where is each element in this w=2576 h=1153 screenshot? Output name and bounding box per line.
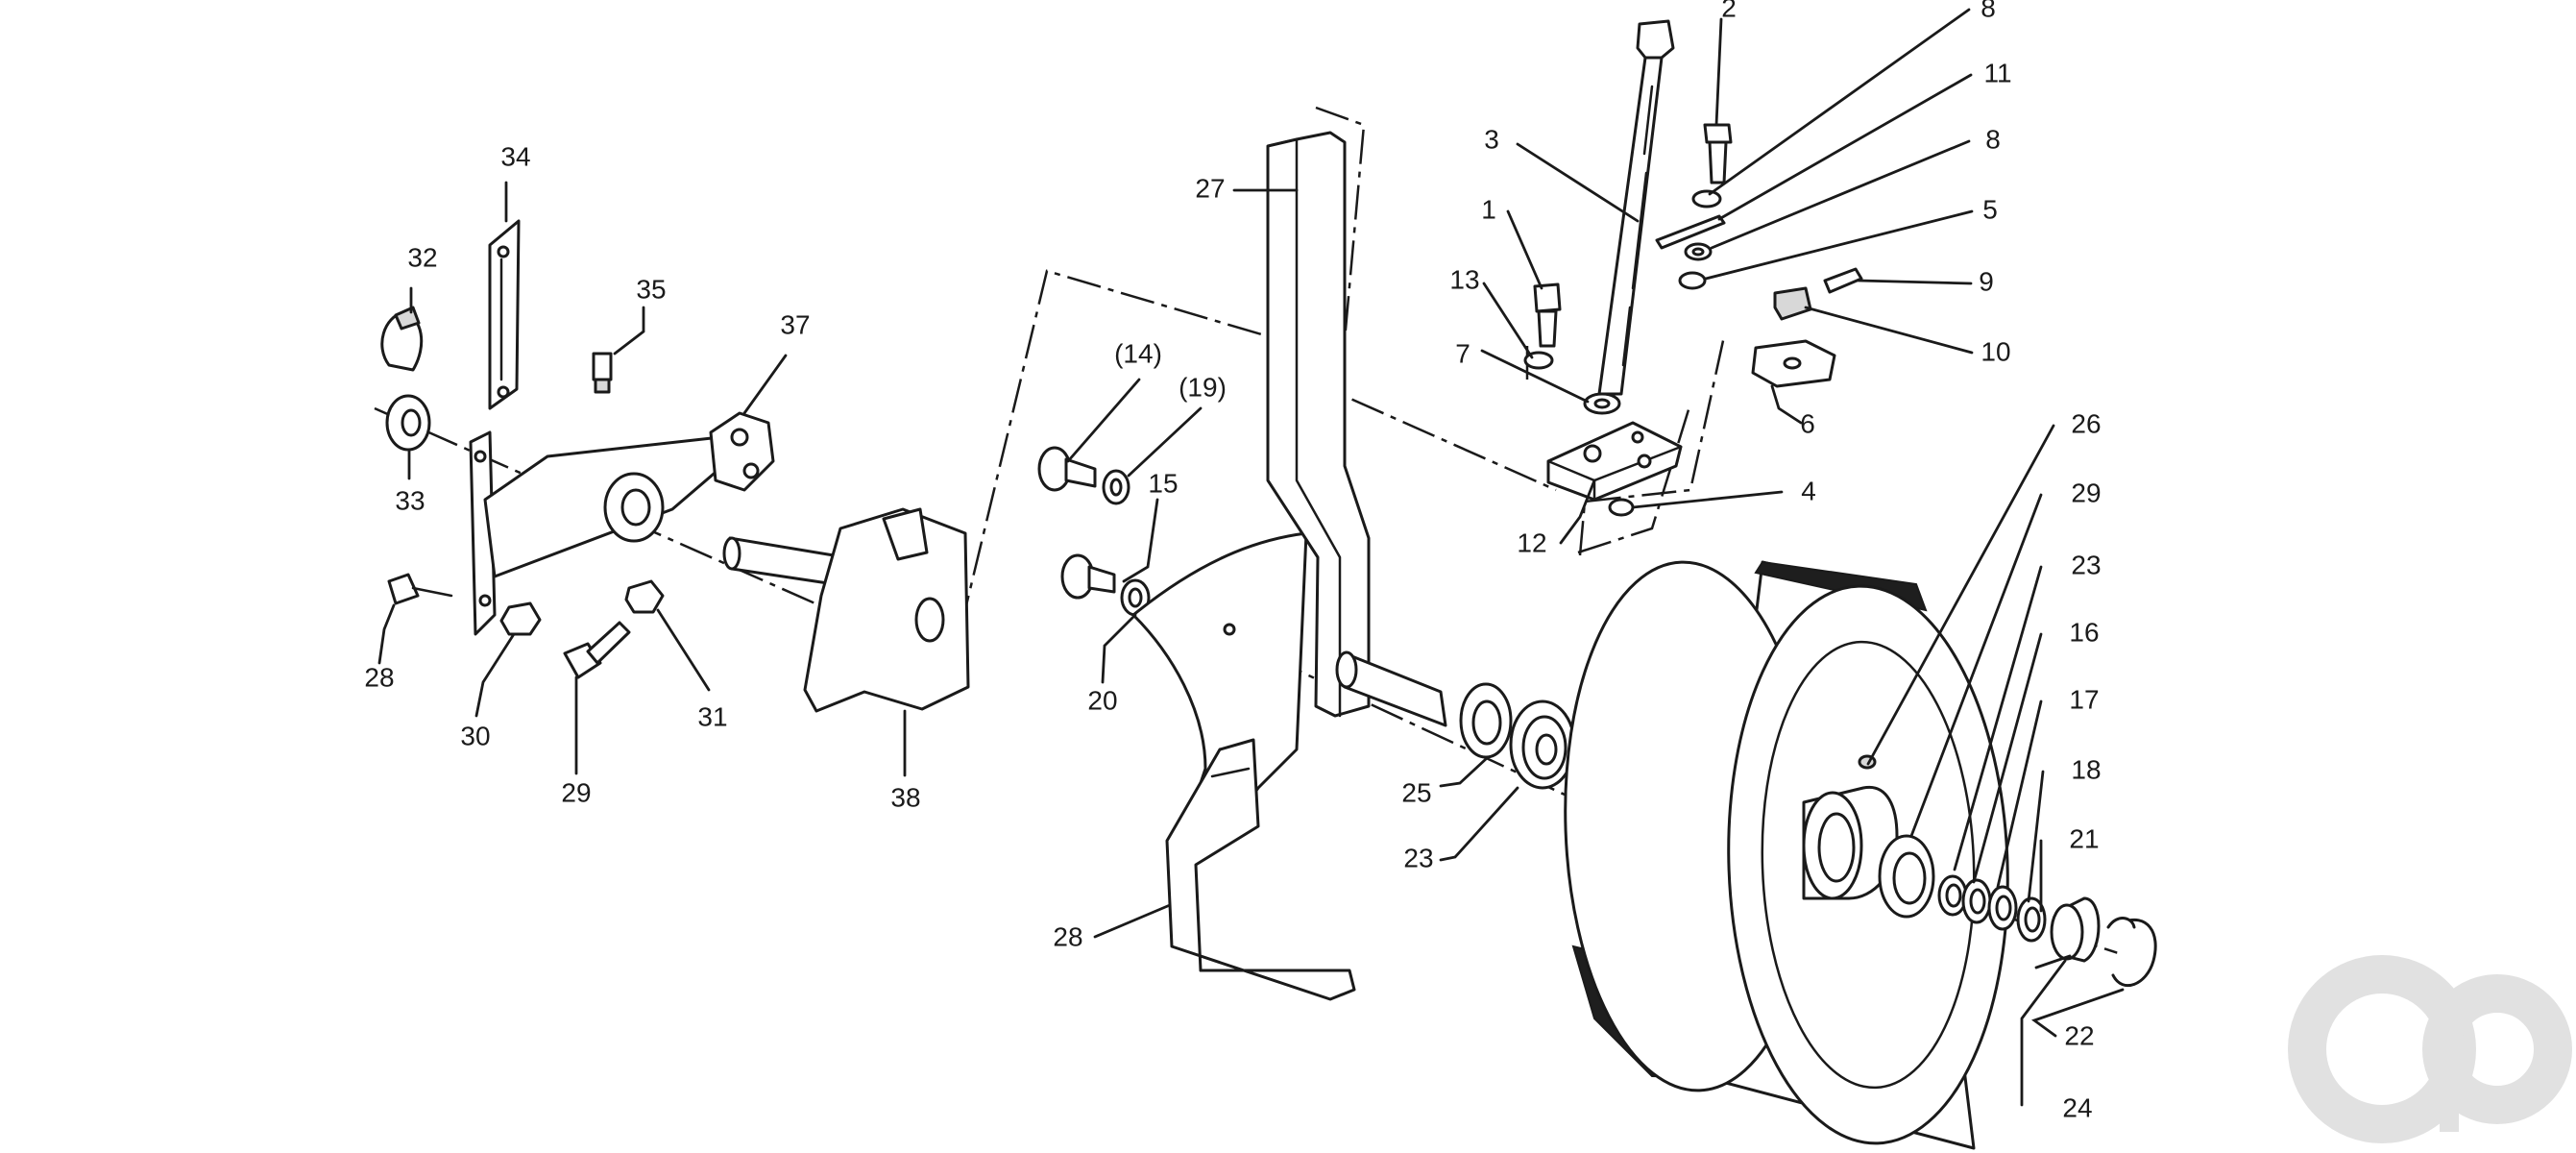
nut-32 — [499, 601, 542, 636]
plate-12 — [1546, 421, 1683, 502]
callout-22: 22 — [2064, 1020, 2094, 1050]
bracket-39 — [488, 219, 521, 410]
washer-35 — [385, 394, 431, 452]
callout-16: 16 — [2069, 617, 2099, 647]
callout-8: 8 — [1985, 124, 2001, 154]
callout-1: 1 — [1481, 194, 1496, 224]
arm-bracket-37 — [469, 411, 775, 636]
nut-33 — [624, 579, 665, 614]
callout-33: 31 — [697, 701, 727, 731]
callout-25: 25 — [1401, 777, 1431, 807]
callout-17: 17 — [2069, 684, 2099, 714]
callout-20: 20 — [1087, 685, 1117, 715]
callout-29: 29 — [2071, 478, 2101, 507]
washers-8-11-5 — [1655, 189, 1726, 290]
fittings-14-15-19-20 — [1037, 446, 1151, 617]
bolt-30 — [387, 573, 453, 605]
callout-26: 26 — [2071, 408, 2101, 438]
callout-28: 28 — [1053, 921, 1082, 951]
leader-lines — [377, 8, 2125, 1107]
callout-11: 11 — [1983, 58, 2011, 87]
callout-37: 37 — [780, 309, 810, 339]
callout-9: 9 — [1979, 266, 1994, 296]
callout-38: 38 — [890, 782, 920, 812]
block-6 — [1751, 339, 1836, 388]
callout-8-top: 8 — [1981, 0, 1996, 22]
bearing-stack-right — [1878, 834, 2157, 988]
bolt-31 — [563, 621, 631, 679]
callout-7: 7 — [1455, 338, 1470, 368]
callout-24: 24 — [2062, 1092, 2092, 1122]
callout-21: 21 — [2069, 823, 2099, 853]
callout-31: 29 — [561, 777, 591, 807]
callout-34: 32 — [407, 242, 437, 272]
callout-6: 6 — [1800, 408, 1815, 438]
bolt-1-washer-13 — [1523, 282, 1562, 370]
spindle-38 — [722, 507, 970, 713]
bearings-25-23 — [1459, 682, 1576, 790]
callout-2: 2 — [1721, 0, 1737, 22]
callout-23-mid: 23 — [2071, 550, 2101, 579]
callout-labels: 34 32 35 37 33 28 30 29 31 38 (14) (19) … — [364, 0, 2101, 1122]
callout-36: 35 — [636, 274, 666, 304]
bolt-2 — [1703, 123, 1733, 184]
callout-30: 28 — [364, 662, 394, 692]
roller-wheel — [1564, 560, 2009, 1150]
callout-35: 33 — [395, 485, 425, 515]
callout-4: 4 — [1801, 476, 1816, 505]
threaded-rod-3 — [1597, 19, 1675, 396]
callout-14: (14) — [1114, 338, 1162, 368]
callout-13: 13 — [1449, 264, 1479, 294]
callout-10: 10 — [1981, 336, 2010, 366]
callout-27: 27 — [1195, 173, 1225, 203]
nut-4 — [1608, 498, 1635, 517]
callout-12: 12 — [1517, 527, 1546, 557]
callout-39: 34 — [500, 141, 530, 171]
callout-15: 15 — [1148, 468, 1178, 498]
washer-7 — [1583, 392, 1621, 415]
callout-32: 30 — [460, 721, 490, 750]
callout-19: (19) — [1179, 372, 1227, 402]
watermark-logo — [2288, 955, 2572, 1143]
callout-5: 5 — [1982, 194, 1998, 224]
grease-nipple-36 — [592, 352, 613, 394]
scraper-plate-28 — [1131, 531, 1356, 1001]
arm-27 — [1266, 131, 1371, 718]
callout-3: 3 — [1484, 124, 1499, 154]
spring-9-clip-10 — [1773, 267, 1863, 321]
callout-23-left: 23 — [1403, 843, 1433, 872]
lynch-pin-34 — [380, 306, 424, 372]
axle-stub — [1335, 650, 1447, 727]
callout-18: 18 — [2071, 754, 2101, 784]
